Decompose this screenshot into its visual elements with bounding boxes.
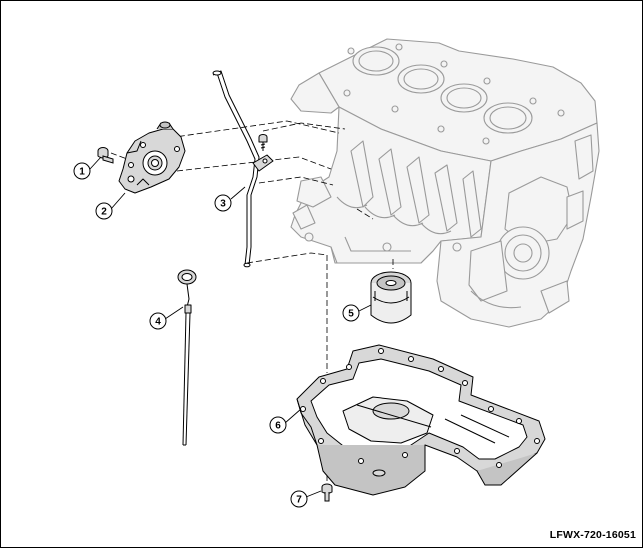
- callout-circle-7: [290, 490, 308, 508]
- callout-label-2: 2: [101, 207, 107, 218]
- callout-label-7: 7: [296, 495, 302, 506]
- assembly-guide-lines: [110, 120, 394, 481]
- oil-level-gauge: [177, 269, 197, 446]
- callout-label-5: 5: [348, 309, 354, 320]
- callout-circle-6: [269, 416, 287, 434]
- oil-pan-bolt: [321, 483, 333, 502]
- oil-pump-bolt: [97, 147, 114, 164]
- oil-level-gauge-guide: [212, 70, 274, 268]
- oil-pan: [296, 344, 546, 496]
- callout-circle-2: [95, 202, 113, 220]
- callout-circle-3: [214, 194, 232, 212]
- callout-label-4: 4: [155, 317, 161, 328]
- drawing-code: LFWX-720-16051: [549, 529, 636, 541]
- oil-filter: [370, 271, 412, 324]
- callout-circle-5: [342, 304, 360, 322]
- callouts: 1 2 3 4 5 6 7: [73, 156, 372, 508]
- callout-circle-1: [73, 162, 91, 180]
- callout-label-3: 3: [220, 199, 226, 210]
- oil-pump: [118, 121, 186, 194]
- engine-block: [290, 38, 600, 328]
- callout-label-1: 1: [79, 167, 85, 178]
- callout-label-6: 6: [275, 421, 281, 432]
- callout-circle-4: [149, 312, 167, 330]
